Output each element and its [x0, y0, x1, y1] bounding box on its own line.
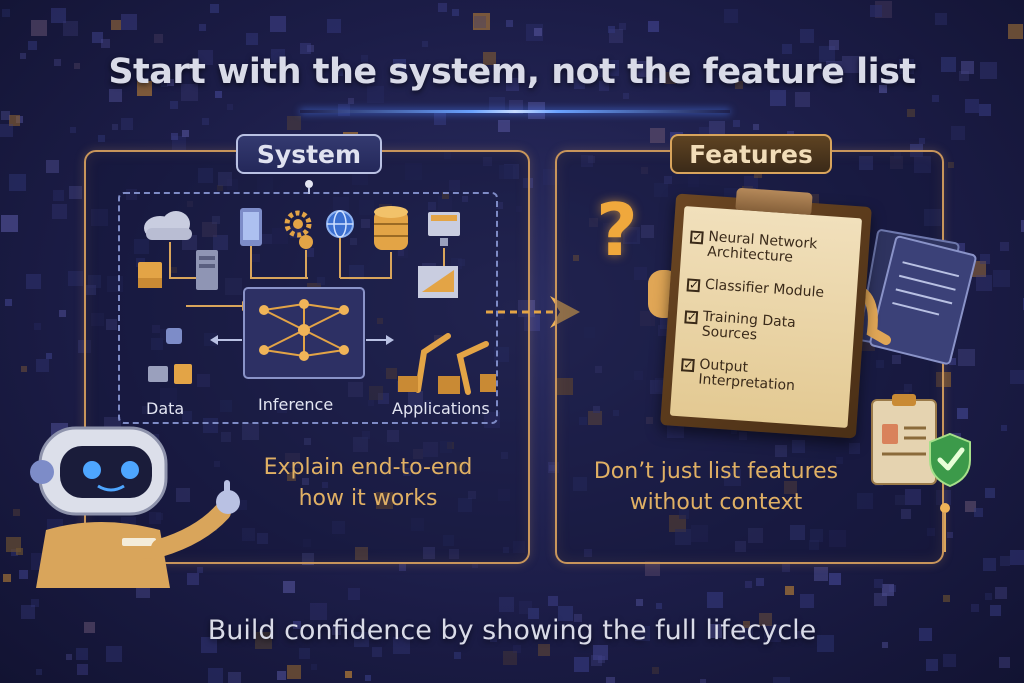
checkbox-icon: ✓ [687, 278, 701, 292]
circuit-line [930, 500, 960, 560]
stage-label-inference: Inference [258, 395, 333, 414]
feature-item-label: OutputInterpretation [698, 357, 797, 394]
feature-list: ✓ Neural NetworkArchitecture ✓ Classifie… [670, 206, 862, 428]
monitor-icon [428, 212, 460, 246]
neural-network-icon [244, 288, 364, 378]
clipboard-icon: ✓ Neural NetworkArchitecture ✓ Classifie… [660, 193, 872, 438]
page-title: Start with the system, not the feature l… [0, 52, 1024, 92]
system-flow-graphics [118, 180, 498, 430]
feature-item: ✓ OutputInterpretation [680, 356, 850, 398]
shield-check-icon [930, 434, 970, 486]
profile-clipboard-icon [866, 390, 976, 494]
server-icon [196, 250, 218, 290]
database-icon [374, 206, 408, 250]
features-caption-line1: Don’t just list features [580, 456, 852, 487]
stage-label-applications: Applications [392, 399, 490, 418]
boxes-icon [398, 374, 496, 394]
system-caption-line2: how it works [232, 483, 504, 514]
title-underline-glow [300, 110, 730, 113]
system-header: System [236, 134, 382, 174]
feature-item-label: Classifier Module [704, 278, 824, 301]
stage-label-data: Data [146, 399, 184, 418]
documents-icon [862, 222, 982, 372]
features-caption: Don’t just list features without context [580, 456, 852, 518]
data-device-icon [148, 328, 192, 384]
feature-item-label: Neural NetworkArchitecture [707, 230, 818, 268]
robot-mascot-icon [30, 418, 260, 588]
question-mark-icon: ? [596, 188, 638, 272]
checkbox-icon: ✓ [690, 231, 704, 245]
feature-item: ✓ Neural NetworkArchitecture [689, 229, 859, 271]
checkbox-icon: ✓ [681, 358, 695, 372]
folder-icon [138, 262, 162, 288]
system-caption-line1: Explain end-to-end [232, 452, 504, 483]
system-caption: Explain end-to-end how it works [232, 452, 504, 514]
features-caption-line2: without context [580, 487, 852, 518]
bottom-caption: Build confidence by showing the full lif… [0, 615, 1024, 646]
connector-dot [305, 180, 313, 188]
gear-icon [287, 213, 313, 249]
chart-panel-icon [418, 266, 458, 298]
tablet-icon [240, 208, 262, 246]
feature-item: ✓ Classifier Module [687, 276, 856, 303]
feature-item: ✓ Training DataSources [683, 308, 853, 350]
cloud-icon [144, 211, 192, 240]
globe-icon [327, 211, 353, 237]
features-header: Features [670, 134, 832, 174]
checkbox-icon: ✓ [684, 310, 698, 324]
feature-item-label: Training DataSources [701, 310, 796, 346]
